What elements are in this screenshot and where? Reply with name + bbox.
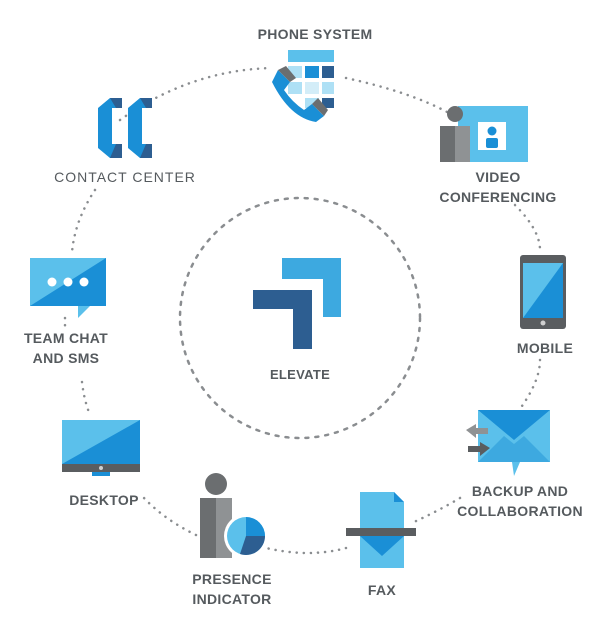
backup-collaboration-icon bbox=[466, 410, 550, 476]
presence-indicator-label: PRESENCE INDICATOR bbox=[192, 571, 272, 607]
inner-ring bbox=[178, 196, 422, 440]
video-conferencing-label: VIDEO CONFERENCING bbox=[439, 169, 557, 205]
outer-ring-connector bbox=[344, 76, 449, 114]
outer-ring-connector bbox=[142, 496, 198, 537]
mobile-icon bbox=[520, 255, 566, 329]
presence-indicator-icon bbox=[200, 473, 268, 558]
contact-center-icon bbox=[98, 98, 152, 158]
elevate-logo-icon bbox=[253, 258, 341, 349]
desktop-label: DESKTOP bbox=[69, 492, 139, 508]
team-chat-icon bbox=[30, 258, 106, 318]
backup-collaboration-label: BACKUP AND COLLABORATION bbox=[457, 483, 583, 519]
outer-ring-connector bbox=[80, 380, 92, 417]
outer-ring-connector bbox=[520, 358, 542, 408]
fax-label: FAX bbox=[367, 582, 397, 598]
outer-ring-connector bbox=[264, 546, 348, 555]
contact-center-label: CONTACT CENTER bbox=[54, 169, 196, 185]
outer-ring-connector bbox=[70, 188, 97, 254]
video-conferencing-icon bbox=[440, 106, 528, 162]
team-chat-label: TEAM CHAT AND SMS bbox=[23, 330, 109, 366]
phone-system-label: PHONE SYSTEM bbox=[257, 26, 373, 42]
elevate-label: ELEVATE bbox=[269, 367, 331, 382]
desktop-icon bbox=[62, 420, 140, 476]
phone-system-icon bbox=[272, 50, 334, 122]
outer-ring-connector bbox=[513, 203, 542, 252]
mobile-label: MOBILE bbox=[516, 340, 574, 356]
fax-icon bbox=[346, 492, 416, 568]
outer-ring-connector bbox=[118, 66, 274, 122]
